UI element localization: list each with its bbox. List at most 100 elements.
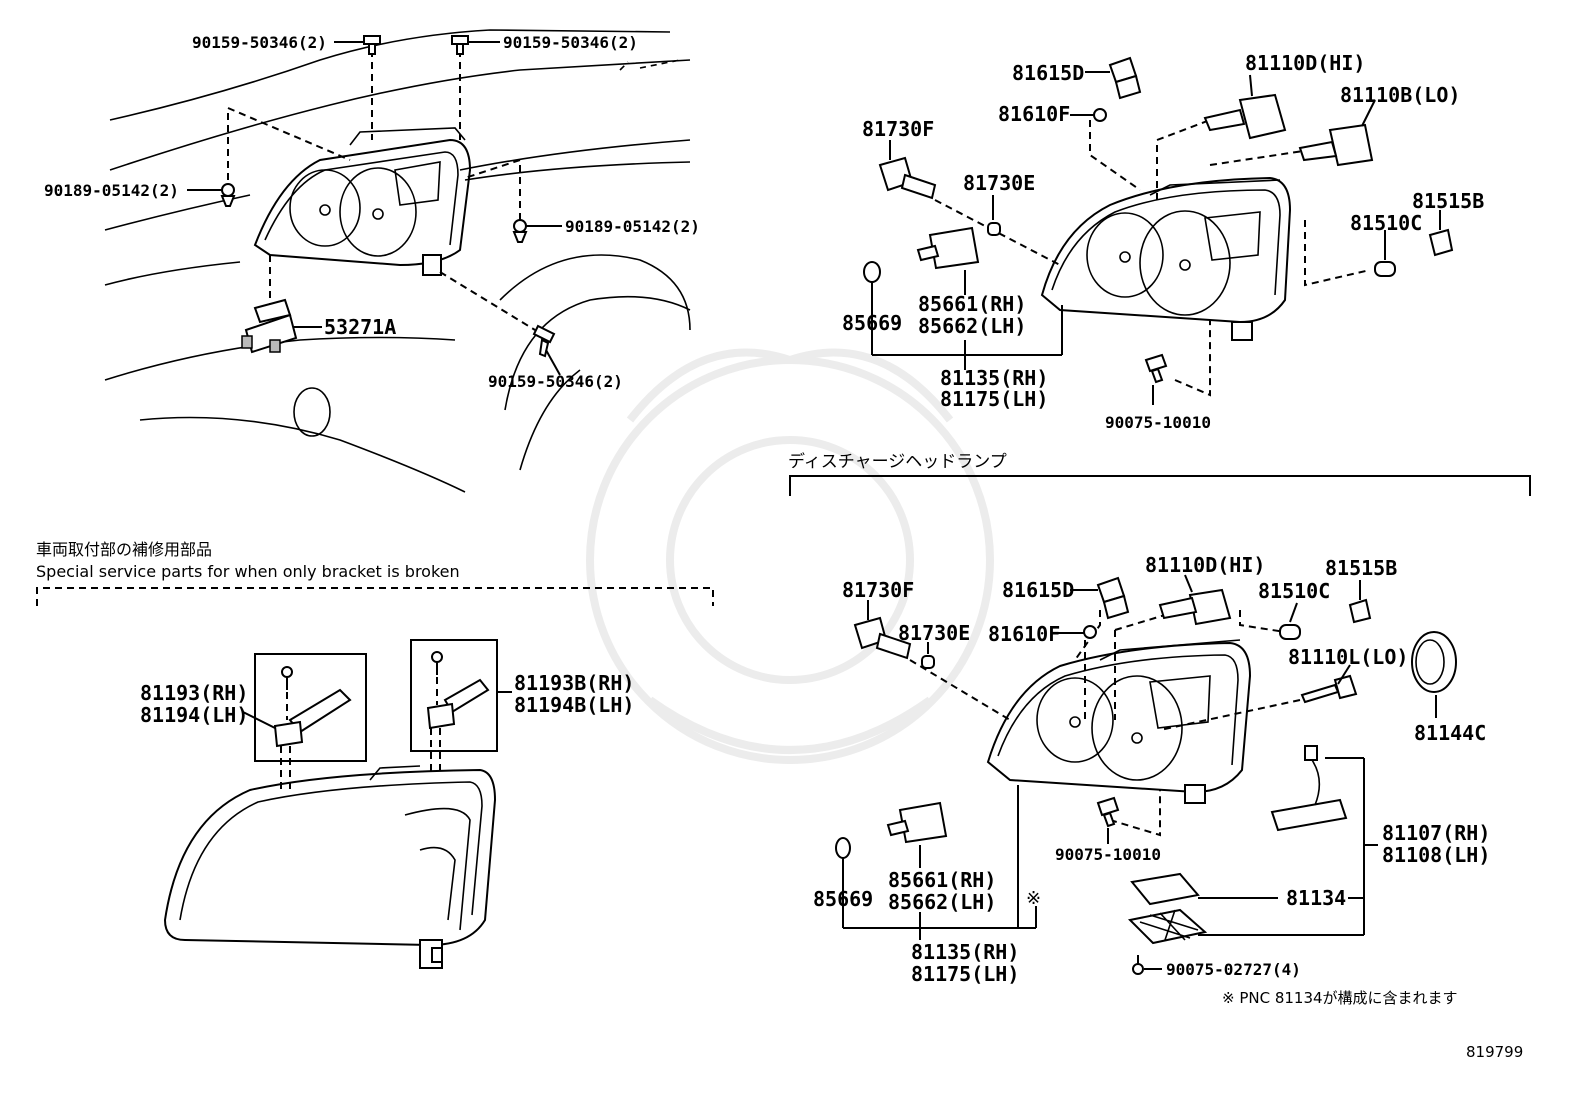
footnote: ※ PNC 81134が構成に含まれます — [1222, 989, 1458, 1007]
bracket-icon — [241, 298, 298, 354]
bulb-icon — [1158, 588, 1232, 626]
bracket-box-a — [242, 653, 367, 790]
part-label: 85669 — [842, 311, 902, 335]
part-label: 90075-10010 — [1055, 845, 1161, 864]
part-label: 81615D — [1002, 578, 1074, 602]
bulb-icon — [1203, 93, 1287, 140]
screw-icon — [1144, 353, 1168, 384]
part-label: 85662(LH) — [888, 890, 996, 914]
part-label: 90189-05142(2) — [44, 181, 179, 200]
part-label: 81175(LH) — [911, 962, 1019, 986]
part-label: 81193B(RH) — [514, 671, 634, 695]
top-left-parts — [187, 35, 562, 376]
part-label: 81110D(HI) — [1245, 51, 1365, 75]
top-left-labels: 90159-50346(2) 90159-50346(2) 90189-0514… — [44, 33, 700, 391]
headlamp-bottom-right — [986, 639, 1252, 804]
part-label: 85669 — [813, 887, 873, 911]
seal-ring-icon — [863, 261, 881, 283]
screw-icon — [281, 666, 293, 690]
gasket-icon — [1093, 108, 1107, 122]
unit-icon — [886, 801, 948, 844]
top-right-parts — [863, 56, 1454, 405]
part-label: 81194(LH) — [140, 703, 248, 727]
part-label: 81615D — [1012, 61, 1084, 85]
bottom-left-labels: 81193(RH) 81194(LH) 81193B(RH) 81194B(LH… — [140, 671, 634, 727]
bolt-icon — [532, 324, 556, 358]
part-label: 90159-50346(2) — [488, 372, 623, 391]
discharge-section-title: ディスチャージヘッドランプ — [788, 451, 1007, 472]
watermark-emblem — [586, 348, 994, 764]
gasket-plate-icon — [1127, 872, 1208, 945]
bulb-icon — [1298, 123, 1374, 167]
part-label: 90075-10010 — [1105, 413, 1211, 432]
bracket-section-title-jp: 車両取付部の補修用部品 — [36, 540, 212, 559]
part-label: 81108(LH) — [1382, 843, 1490, 867]
part-label: 81515B — [1325, 556, 1397, 580]
headlamp-top-left — [253, 127, 472, 276]
screw-icon — [431, 651, 443, 675]
part-label: 85661(RH) — [918, 292, 1026, 316]
part-label: 81610F — [998, 102, 1070, 126]
part-label: 81610F — [988, 622, 1060, 646]
bracket-section-title-en: Special service parts for when only brac… — [36, 562, 460, 581]
note-marker: ※ — [1026, 888, 1041, 909]
clip-icon — [220, 183, 236, 207]
part-label: 90159-50346(2) — [192, 33, 327, 52]
bottom-right-labels: 81730F 81615D 81110D(HI) 81510C 81515B 8… — [813, 553, 1490, 986]
headlamp-lens-bottom-left — [163, 765, 497, 969]
bulb-icon — [1300, 674, 1358, 704]
part-label: 90159-50346(2) — [503, 33, 638, 52]
part-label: 81135(RH) — [940, 366, 1048, 390]
leaders-top-right — [934, 119, 1371, 397]
part-label: 81730E — [898, 621, 970, 645]
bulb-icon — [1374, 261, 1396, 277]
clip-icon — [512, 219, 528, 243]
cover-icon — [1411, 631, 1457, 693]
vehicle-body-outline — [104, 29, 691, 493]
part-label: 81510C — [1258, 579, 1330, 603]
part-label: 81730F — [842, 578, 914, 602]
part-label: 81110D(HI) — [1145, 553, 1265, 577]
socket-icon — [1096, 576, 1130, 620]
part-label: 85662(LH) — [918, 314, 1026, 338]
bulb-icon — [987, 222, 1001, 236]
socket-icon — [1108, 56, 1142, 100]
screw-icon — [1096, 796, 1120, 828]
part-label: 90075-02727(4) — [1166, 960, 1301, 979]
headlamp-top-right — [1040, 176, 1292, 341]
part-label: 81730E — [963, 171, 1035, 195]
bracket-section-bracket — [36, 587, 714, 606]
part-label: 81135(RH) — [911, 940, 1019, 964]
part-label: 81175(LH) — [940, 387, 1048, 411]
gasket-icon — [1083, 625, 1097, 639]
part-label: 81194B(LH) — [514, 693, 634, 717]
bulb-icon — [921, 655, 935, 669]
discharge-section-bracket — [789, 475, 1531, 496]
part-label: 81510C — [1350, 211, 1422, 235]
ballast-icon — [1270, 745, 1348, 832]
top-right-labels: 81615D 81110D(HI) 81110B(LO) 81610F 8173… — [842, 51, 1484, 432]
seal-ring-icon — [835, 837, 851, 859]
part-label: 81144C — [1414, 721, 1486, 745]
socket-icon — [1348, 598, 1372, 624]
part-label: 81193(RH) — [140, 681, 248, 705]
socket-icon — [853, 616, 912, 660]
bracket-box-b — [410, 639, 512, 775]
bulb-icon — [1279, 624, 1301, 640]
part-label: 53271A — [324, 315, 396, 339]
leaders-bottom-right — [909, 610, 1301, 837]
bolt-icon — [451, 35, 469, 55]
part-label: 90189-05142(2) — [565, 217, 700, 236]
leaders-top-left — [227, 50, 536, 331]
part-label: 81134 — [1286, 886, 1346, 910]
unit-icon — [916, 226, 980, 270]
diagram-number: 819799 — [1466, 1043, 1523, 1061]
part-label: 85661(RH) — [888, 868, 996, 892]
part-label: 81730F — [862, 117, 934, 141]
socket-icon — [1428, 228, 1454, 257]
bolt-icon — [363, 35, 381, 55]
part-label: 81107(RH) — [1382, 821, 1490, 845]
screw-icon — [1132, 955, 1144, 975]
part-label: 81110L(LO) — [1288, 645, 1408, 669]
